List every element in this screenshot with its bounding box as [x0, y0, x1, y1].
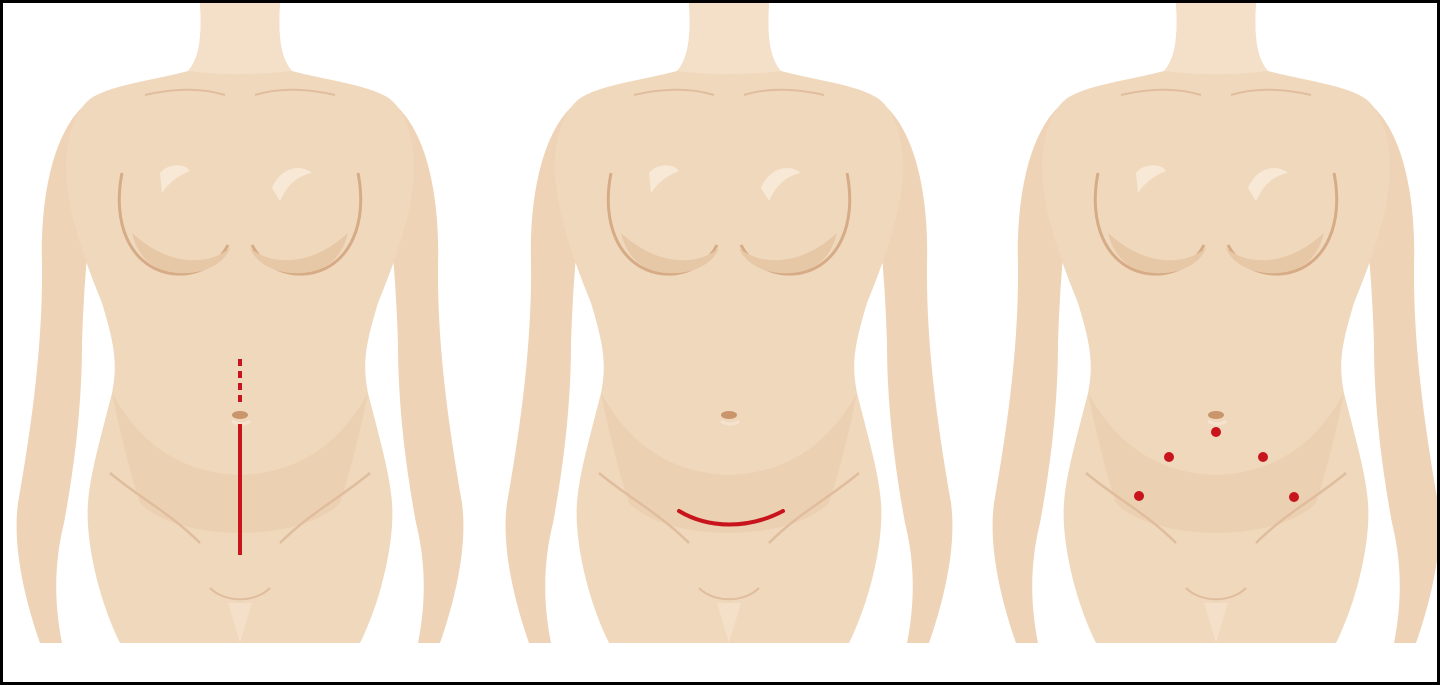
female-torso-icon — [506, 3, 953, 643]
port-dot — [1211, 427, 1221, 437]
port-dot — [1258, 452, 1268, 462]
torso-illustrations — [3, 3, 1440, 685]
port-dot — [1134, 491, 1144, 501]
female-torso-icon — [993, 3, 1440, 643]
port-dot — [1289, 492, 1299, 502]
female-torso-icon — [17, 3, 464, 643]
port-dot — [1164, 452, 1174, 462]
